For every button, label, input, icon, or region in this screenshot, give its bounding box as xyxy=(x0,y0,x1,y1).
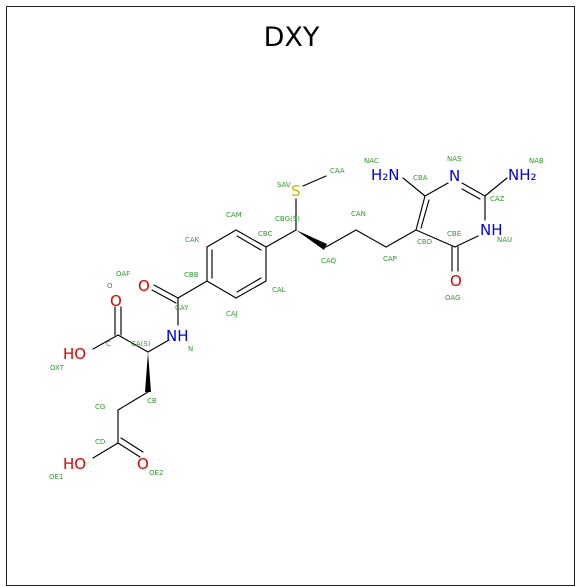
atom-label: O xyxy=(107,282,113,290)
oxygen-atom: O xyxy=(110,292,122,310)
atom-label: OE1 xyxy=(49,473,63,481)
oxygen-atom: O xyxy=(138,277,150,295)
bond xyxy=(153,284,179,299)
atom-label: CA(S) xyxy=(131,340,151,348)
bond xyxy=(385,229,417,248)
bond xyxy=(402,177,426,197)
atom-label: CAP xyxy=(383,255,397,263)
amide-nitrogen: NH xyxy=(166,327,189,345)
wedge-bond xyxy=(296,230,327,250)
oxygen-atom: O xyxy=(137,455,149,473)
atom-label: CG xyxy=(95,403,105,411)
bond xyxy=(461,188,481,200)
atom-label: CAZ xyxy=(490,195,505,203)
bond xyxy=(117,391,149,411)
bond xyxy=(206,280,237,299)
bond xyxy=(147,339,170,353)
atom-label: CAK xyxy=(185,236,200,244)
atom-label: CAA xyxy=(330,167,345,175)
atom-label: CBE xyxy=(447,230,461,238)
bond xyxy=(236,235,262,251)
atom-label: SAV xyxy=(277,181,291,189)
atom-label: CAL xyxy=(272,286,286,294)
bond xyxy=(424,182,449,197)
atom-label: CAM xyxy=(226,211,242,219)
atom-label: OXT xyxy=(50,364,65,372)
figure-frame xyxy=(6,6,575,586)
sulfur-atom: S xyxy=(291,182,301,200)
atom-label: OAG xyxy=(445,294,460,302)
atom-label: CBA xyxy=(413,174,428,182)
bond xyxy=(420,199,430,229)
bond xyxy=(92,334,119,350)
amino-group: H₂N xyxy=(371,166,400,184)
ring-nitrogen-h: NH xyxy=(480,221,503,239)
atom-label: CAY xyxy=(175,304,189,312)
bond xyxy=(325,229,357,248)
atom-label: CBG(S) xyxy=(275,215,300,223)
atom-label: CAQ xyxy=(321,257,337,265)
atom-label: N xyxy=(188,345,193,353)
bond xyxy=(120,437,144,453)
bond xyxy=(236,277,262,293)
oxygen-atom: O xyxy=(450,272,462,290)
atom-label: CAN xyxy=(351,210,366,218)
atom-label: CBB xyxy=(184,271,199,279)
atom-label: CAJ xyxy=(226,310,238,318)
atom-label: C xyxy=(106,340,111,348)
molecule-title: DXY xyxy=(263,22,320,53)
atom-label: CB xyxy=(147,397,157,405)
bond xyxy=(415,229,456,248)
atom-label: CD xyxy=(95,438,105,446)
hydroxyl-group: HO xyxy=(63,345,86,363)
bond xyxy=(355,229,387,248)
bond xyxy=(235,229,267,248)
bond xyxy=(461,182,486,197)
amino-group: NH₂ xyxy=(508,166,537,184)
atom-labels: CAA SAV NAC NAS NAB CBA CAZ CAM CBG(S) C… xyxy=(49,155,544,481)
bond xyxy=(177,280,208,299)
bond xyxy=(454,235,479,248)
ring-nitrogen: N xyxy=(449,167,460,185)
bond xyxy=(92,442,119,459)
bond xyxy=(151,289,177,304)
hydroxyl-group: HO xyxy=(63,455,86,473)
bond xyxy=(415,195,426,231)
atom-label: CBC xyxy=(258,230,273,238)
atom-label: OAF xyxy=(116,270,130,278)
atom-label: NAU xyxy=(497,236,512,244)
wedge-bond xyxy=(145,352,151,392)
bond xyxy=(265,229,297,248)
atom-symbols: S O O O HO HO O NH NH N H₂N NH₂ xyxy=(63,166,537,473)
bond xyxy=(302,175,327,187)
bonds xyxy=(92,175,508,459)
bond xyxy=(235,280,267,299)
bond xyxy=(206,229,237,248)
atom-label: CBD xyxy=(417,238,432,246)
atom-label: NAC xyxy=(364,157,379,165)
bond xyxy=(484,177,508,197)
bond xyxy=(117,442,141,458)
atom-label: OE2 xyxy=(149,469,163,477)
bond xyxy=(117,334,149,353)
atom-label: NAS xyxy=(447,155,462,163)
atom-label: NAB xyxy=(529,157,544,165)
